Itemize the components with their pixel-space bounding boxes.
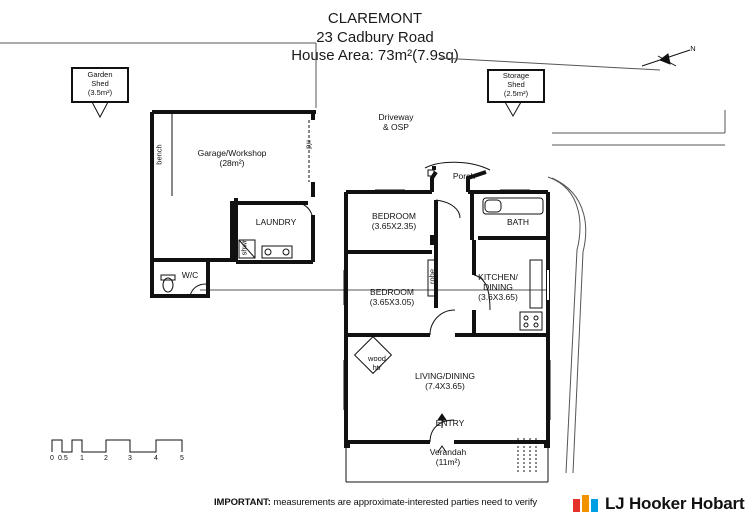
garden-shed <box>71 67 129 119</box>
scale-mark-3: 3 <box>128 455 132 462</box>
bedroom1-label: BEDROOM (3.65X2.35) <box>356 211 432 231</box>
wc-label: W/C <box>181 270 199 280</box>
storage-shed-name-2: Shed <box>507 80 525 89</box>
garden-shed-name-2: Shed <box>91 79 109 88</box>
bath-label: BATH <box>506 217 530 227</box>
disclaimer-important: IMPORTANT: <box>214 497 271 508</box>
house-area-title: House Area: 73m²(7.9sq) <box>291 47 459 64</box>
porch-label: Porch <box>452 171 476 181</box>
brand-name: LJ Hooker Hobart <box>605 494 745 513</box>
wood-heater-name: wood <box>368 354 386 363</box>
storage-shed-area: (2.5m²) <box>503 89 529 98</box>
kitchen-dining: DINING <box>483 282 513 292</box>
compass-icon <box>641 49 691 67</box>
garage-label: Garage/Workshop (28m²) <box>182 148 282 168</box>
garden-shed-name-1: Garden <box>87 70 113 79</box>
garden-shed-label: Garden Shed (3.5m²) <box>72 70 128 97</box>
laundry-label: LAUNDRY <box>255 217 297 227</box>
driveway-name: Driveway <box>378 112 414 122</box>
scale-mark-0-5: 0.5 <box>58 455 68 462</box>
compass-north-label: N <box>690 44 696 53</box>
storage-shed-label: Storage Shed (2.5m²) <box>488 71 544 98</box>
storage-shed <box>487 69 545 118</box>
entry-label: ENTRY <box>435 418 465 428</box>
garden-shed-area: (3.5m²) <box>87 88 113 97</box>
kitchen-label: KITCHEN/ DINING (3.6X3.65) <box>470 272 526 302</box>
bedroom2-label: BEDROOM (3.65X3.05) <box>356 287 428 307</box>
scale-mark-2: 2 <box>104 455 108 462</box>
living-name: LIVING/DINING <box>415 371 475 381</box>
scale-mark-5: 5 <box>180 455 184 462</box>
disclaimer-text: IMPORTANT: measurements are approximate-… <box>214 497 537 508</box>
robe-label: robe <box>427 269 437 285</box>
wall-posts <box>344 235 550 448</box>
disclaimer-body: measurements are approximate-interested … <box>270 497 538 508</box>
address-title: 23 Cadbury Road <box>316 29 434 46</box>
brand-mark-icon <box>573 495 598 512</box>
bedroom1-size: (3.65X2.35) <box>371 221 417 231</box>
garage-details <box>160 114 313 297</box>
bedroom2-name: BEDROOM <box>370 287 414 297</box>
verandah-label: Verandah (11m²) <box>416 447 480 467</box>
property-boundary <box>0 42 726 474</box>
driveway-osp: & OSP <box>383 122 409 132</box>
wood-heater-label: wood htr <box>362 354 392 372</box>
bedroom2-size: (3.65X3.05) <box>369 297 415 307</box>
shower-label: shwr <box>239 239 249 256</box>
garage-name: Garage/Workshop <box>197 148 267 158</box>
scale-mark-0: 0 <box>50 455 54 462</box>
verandah-area: (11m²) <box>435 457 461 467</box>
bedroom1-name: BEDROOM <box>372 211 416 221</box>
garage-area: (28m²) <box>219 158 245 168</box>
brand-logo: LJ Hooker Hobart <box>572 494 745 514</box>
kitchen-size: (3.6X3.65) <box>478 292 518 302</box>
garage-walls <box>150 110 316 298</box>
driveway-label: Driveway & OSP <box>356 112 436 132</box>
wood-heater-htr: htr <box>372 363 382 372</box>
living-size: (7.4X3.65) <box>425 381 465 391</box>
storage-shed-name-1: Storage <box>502 71 530 80</box>
suburb-title: CLAREMONT <box>327 10 423 27</box>
house-details <box>343 161 551 483</box>
house-walls <box>344 166 550 444</box>
scale-mark-1: 1 <box>80 455 84 462</box>
kitchen-name: KITCHEN/ <box>478 272 518 282</box>
bench-label: bench <box>154 144 164 165</box>
scale-mark-4: 4 <box>154 455 158 462</box>
roller-door-label: r/d <box>304 140 314 149</box>
scale-bar-icon <box>51 439 183 453</box>
verandah-name: Verandah <box>429 447 467 457</box>
living-label: LIVING/DINING (7.4X3.65) <box>400 371 490 391</box>
